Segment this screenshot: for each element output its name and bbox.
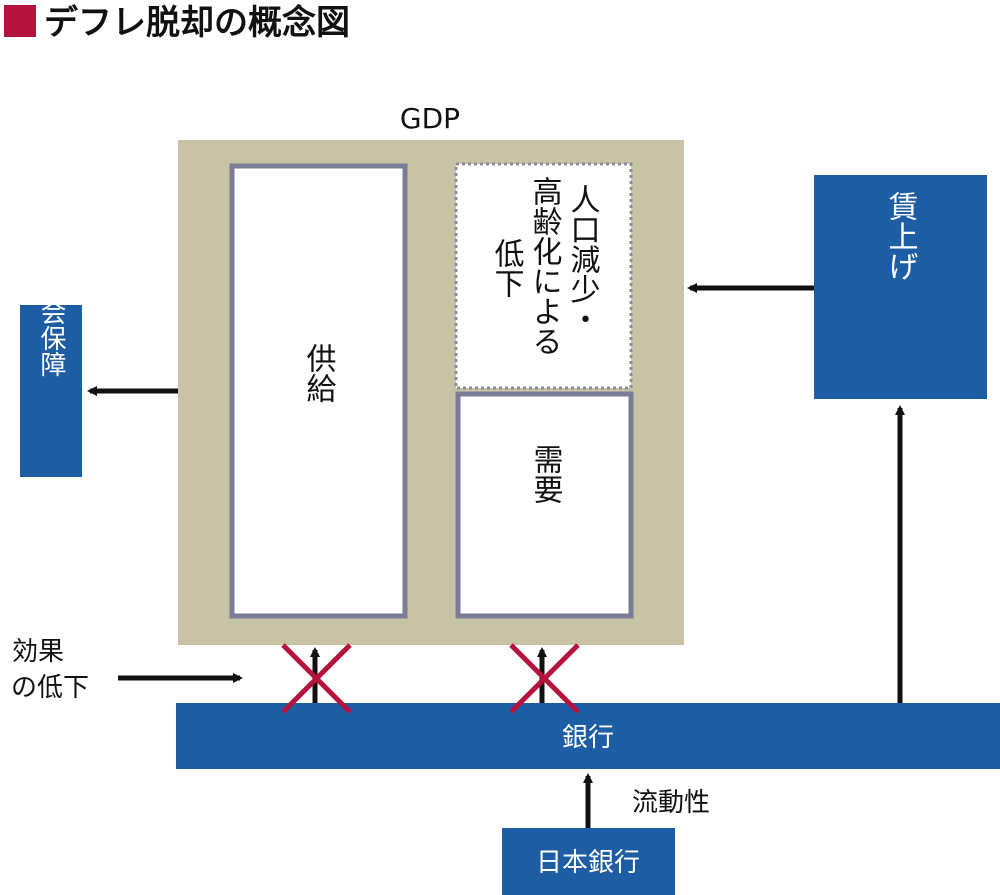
effect-decline-line-2: の低下 bbox=[11, 673, 89, 703]
demand-label: 需要 bbox=[528, 444, 563, 504]
bank-bar bbox=[176, 703, 1000, 769]
demand-reduction-label: 人口減少・ 高齢化による 低下 bbox=[489, 176, 601, 356]
gdp-label: GDP bbox=[400, 102, 460, 135]
effect-decline-line-1: 効果 bbox=[12, 637, 64, 667]
cross-icon-supply bbox=[281, 643, 352, 714]
wage-increase-box bbox=[814, 175, 987, 399]
social-security-label: 社会保障 bbox=[36, 273, 66, 377]
demand-reduction-line-1: 人口減少・ bbox=[565, 184, 601, 334]
effect-decline-label: 効果 の低下 bbox=[11, 637, 89, 703]
demand-reduction-box bbox=[454, 162, 633, 390]
wage-increase-label: 賃上げ bbox=[883, 191, 919, 281]
liquidity-label: 流動性 bbox=[632, 788, 710, 818]
boj-label: 日本銀行 bbox=[536, 848, 640, 878]
title-group: デフレ脱却の概念図 bbox=[4, 3, 350, 43]
bank-label: 銀行 bbox=[562, 723, 614, 753]
page-title: デフレ脱却の概念図 bbox=[44, 3, 350, 43]
supply-box bbox=[229, 163, 408, 619]
demand-box bbox=[455, 391, 634, 619]
demand-reduction-line-2: 高齢化による bbox=[527, 176, 562, 356]
demand-reduction-line-3: 低下 bbox=[489, 238, 525, 298]
boj-box bbox=[502, 828, 675, 895]
supply-label: 供給 bbox=[301, 343, 337, 403]
cross-icon-demand bbox=[509, 643, 580, 714]
social-security-box bbox=[20, 305, 82, 477]
title-marker bbox=[4, 5, 36, 37]
